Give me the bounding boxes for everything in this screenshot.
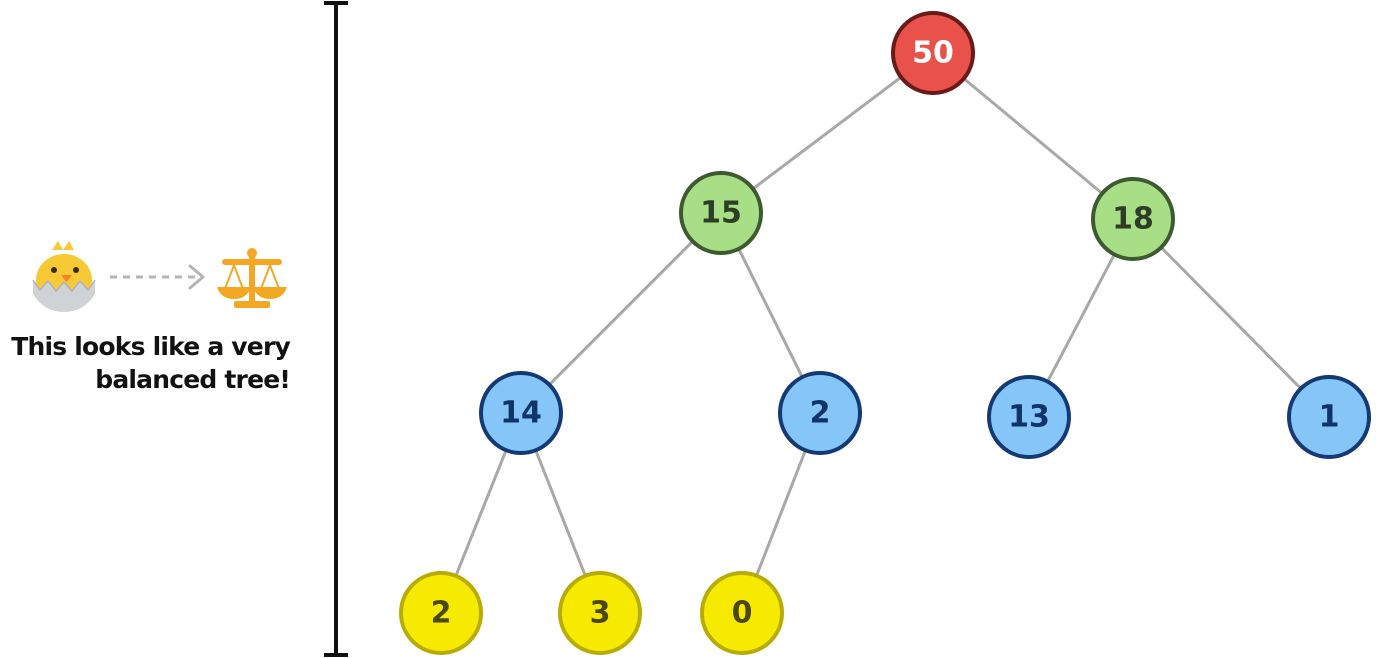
tree-node-circle [891, 11, 975, 95]
tree-edge-n50-n15 [720, 51, 934, 215]
note-caption-line-2: balanced tree! [95, 365, 291, 394]
note-caption: This looks like a very balanced tree! [0, 330, 291, 396]
note-caption-line-1: This looks like a very [11, 332, 291, 361]
tree-node-value: 13 [1008, 400, 1050, 435]
tree-node-circle [558, 571, 642, 655]
tree-node-n15: 15 [679, 171, 763, 255]
tree-node-n18: 18 [1091, 177, 1175, 261]
tree-node-circle [700, 571, 784, 655]
tree-node-n13: 13 [987, 375, 1071, 459]
height-bracket [324, 1, 348, 657]
tree-node-n3: 3 [558, 571, 642, 655]
nodes-layer: 50 15 18 14 2 13 1 2 3 0 [399, 11, 1371, 655]
balance-scale-icon [217, 248, 287, 308]
tree-node-value: 14 [500, 396, 542, 431]
tree-node-circle [679, 171, 763, 255]
tree-edge-n50-n18 [932, 51, 1134, 221]
tree-node-n2b: 2 [399, 571, 483, 655]
tree-node-circle [1287, 375, 1371, 459]
tree-node-value: 0 [732, 596, 753, 631]
hatching-chick-icon [32, 241, 96, 312]
dashed-arrow-icon [110, 264, 205, 290]
tree-node-n50: 50 [891, 11, 975, 95]
tree-node-circle [778, 371, 862, 455]
tree-node-circle [987, 375, 1071, 459]
tree-node-n14: 14 [479, 371, 563, 455]
edges-layer [439, 51, 1331, 614]
tree-edge-n15-n14 [519, 211, 723, 415]
tree-node-circle [399, 571, 483, 655]
tree-node-value: 3 [590, 596, 611, 631]
tree-node-value: 50 [912, 36, 954, 71]
tree-edge-n18-n1 [1131, 217, 1331, 419]
tree-node-n2a: 2 [778, 371, 862, 455]
tree-node-value: 1 [1319, 400, 1340, 435]
tree-node-circle [1091, 177, 1175, 261]
tree-node-n1: 1 [1287, 375, 1371, 459]
tree-node-value: 2 [810, 396, 831, 431]
tree-node-value: 2 [431, 596, 452, 631]
tree-node-value: 18 [1112, 202, 1154, 237]
tree-node-circle [479, 371, 563, 455]
tree-node-n0: 0 [700, 571, 784, 655]
tree-node-value: 15 [700, 196, 742, 231]
